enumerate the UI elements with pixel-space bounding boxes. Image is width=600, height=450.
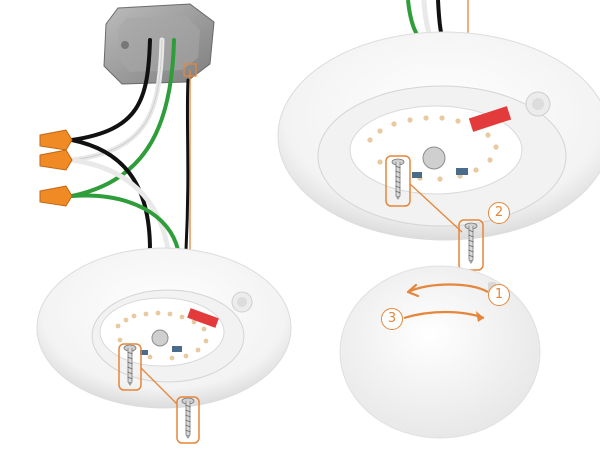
house-wires	[69, 37, 190, 253]
right-fixture	[277, 31, 600, 241]
wire-nut-icon	[39, 129, 73, 207]
screw-icon	[118, 343, 200, 444]
step-2-label: 2	[488, 202, 510, 224]
dome-cover	[339, 265, 541, 439]
left-fixture	[36, 247, 292, 409]
rotate-arrow-icon	[403, 283, 489, 322]
motion-sensor-icon	[525, 91, 551, 117]
motion-sensor-icon	[231, 291, 253, 313]
junction-box-icon	[103, 3, 215, 85]
screw-icon	[385, 155, 484, 271]
step-3-label: 3	[381, 308, 403, 330]
ground-screw-marker	[183, 63, 197, 77]
step-1-label: 1	[488, 284, 510, 306]
